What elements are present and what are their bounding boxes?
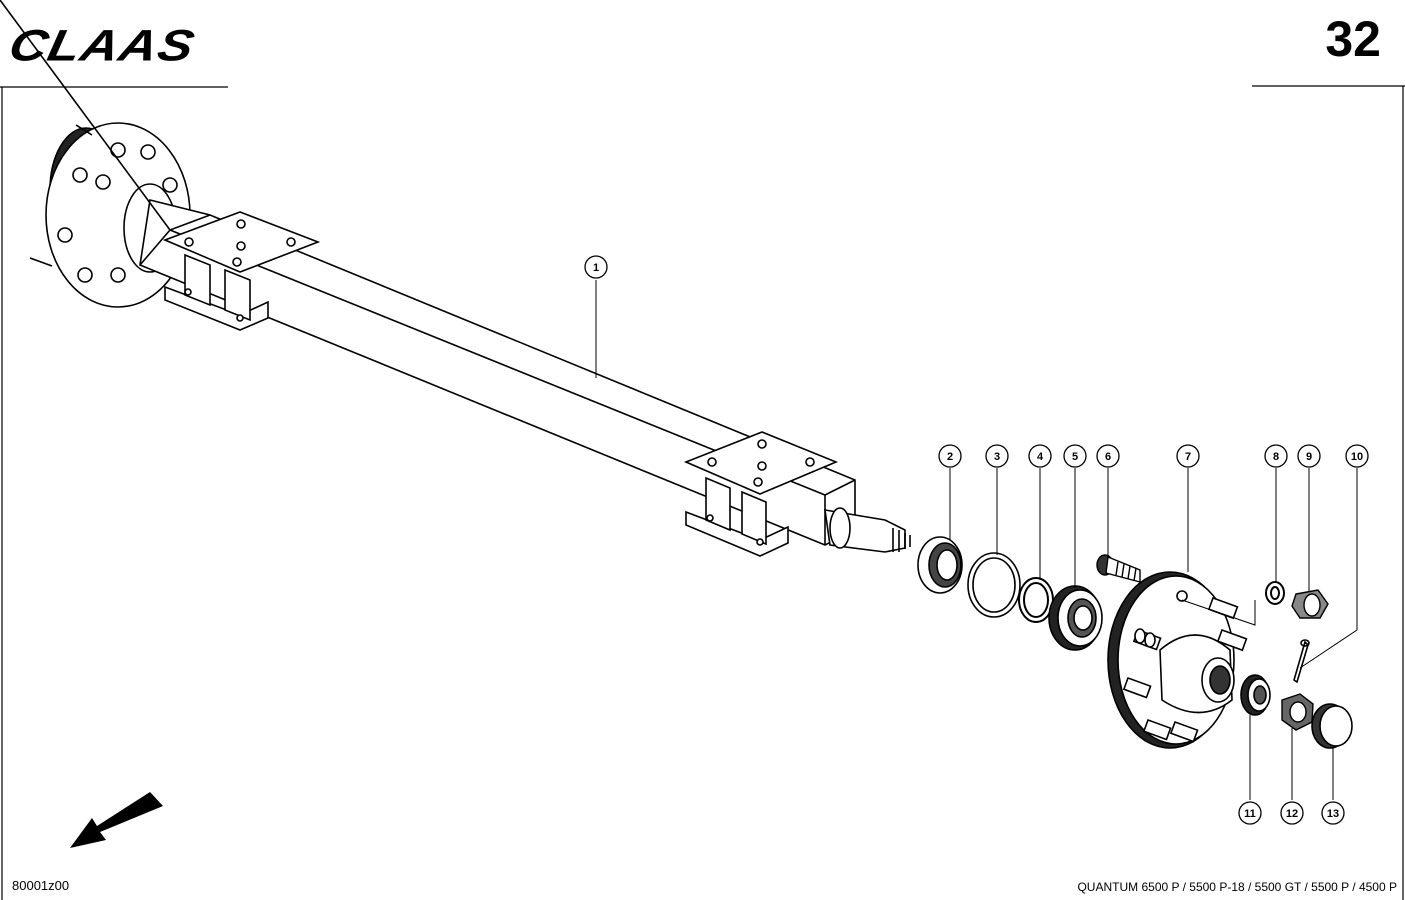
model-line: QUANTUM 6500 P / 5500 P-18 / 5500 GT / 5… <box>1077 880 1397 894</box>
callout-7 <box>1176 444 1200 468</box>
header-rules <box>0 85 1405 900</box>
callout-label-4: 4 <box>1037 451 1044 463</box>
callout-label-13: 13 <box>1327 808 1339 820</box>
callout-1 <box>584 255 608 279</box>
callout-2 <box>938 444 962 468</box>
left-mount-bracket <box>162 211 321 331</box>
drawing-code: 80001z00 <box>12 878 70 893</box>
callout-5 <box>1063 444 1087 468</box>
part-12-castle-nut <box>1281 693 1314 731</box>
part-3-o-ring <box>967 552 1021 618</box>
callout-13 <box>1321 801 1345 825</box>
callout-label-9: 9 <box>1306 451 1312 463</box>
callout-label-11: 11 <box>1244 808 1256 820</box>
callout-12 <box>1280 801 1304 825</box>
direction-arrow-icon <box>70 792 163 848</box>
spindle <box>824 507 911 553</box>
part-4-ring <box>1018 577 1054 623</box>
callout-label-6: 6 <box>1105 451 1111 463</box>
callout-label-5: 5 <box>1072 451 1078 463</box>
callout-6 <box>1096 444 1120 468</box>
part-7-hub <box>1107 571 1248 749</box>
callout-9 <box>1297 444 1321 468</box>
callout-8 <box>1264 444 1288 468</box>
callout-label-2: 2 <box>947 451 953 463</box>
callout-label-12: 12 <box>1286 808 1298 820</box>
part-10-cotter-pin <box>1293 639 1310 684</box>
part-5-bearing <box>1048 585 1103 651</box>
callout-labels: 1 2 3 4 5 6 7 8 9 10 11 12 13 <box>593 262 1363 820</box>
part-9-nut <box>1291 589 1329 619</box>
callout-3 <box>985 444 1009 468</box>
callout-11 <box>1238 801 1262 825</box>
callout-leaders <box>595 280 1358 800</box>
callout-4 <box>1028 444 1052 468</box>
callout-circles <box>584 255 1369 825</box>
part-6-bolt <box>1096 554 1141 583</box>
page-number: 32 <box>1325 11 1381 67</box>
part-11-small-bearing <box>1240 674 1271 716</box>
callout-label-7: 7 <box>1185 451 1191 463</box>
callout-label-10: 10 <box>1351 451 1363 463</box>
callout-label-1: 1 <box>593 262 599 274</box>
callout-label-3: 3 <box>994 451 1000 463</box>
callout-label-8: 8 <box>1273 451 1279 463</box>
part-13-dust-cap <box>1311 703 1353 749</box>
part-2-seal <box>917 536 963 594</box>
right-mount-bracket <box>683 431 839 557</box>
callout-10 <box>1345 444 1369 468</box>
part-8-washer <box>1265 581 1285 605</box>
